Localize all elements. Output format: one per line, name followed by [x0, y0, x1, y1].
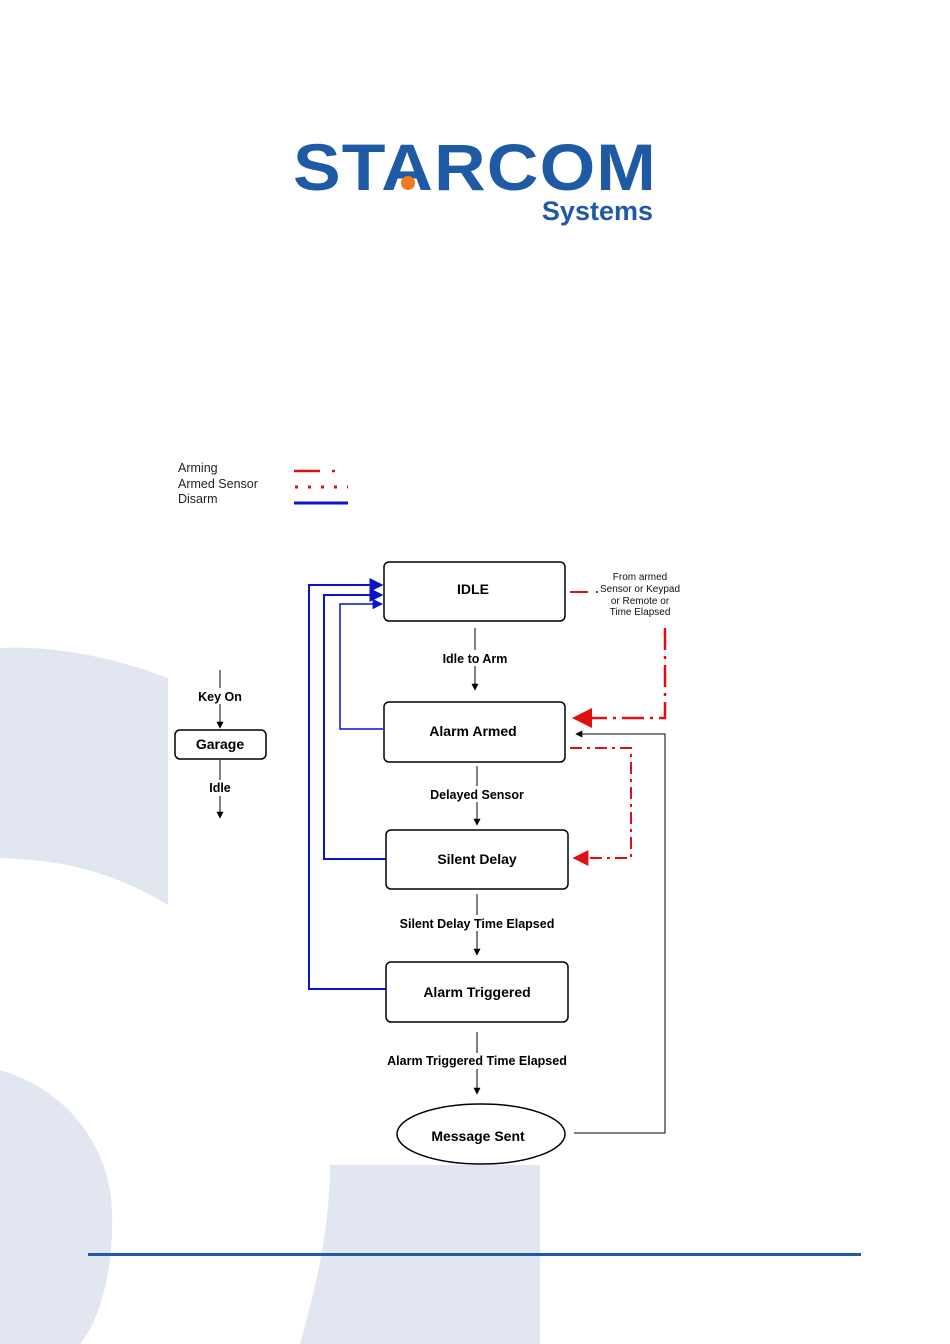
- delayed-sensor-label: Delayed Sensor: [430, 788, 524, 802]
- silent-delay-state-label: Silent Delay: [437, 851, 517, 867]
- alarm-armed-state-label: Alarm Armed: [429, 723, 516, 739]
- message-sent-state-label: Message Sent: [431, 1128, 525, 1144]
- note-line-4: Time Elapsed: [610, 607, 671, 618]
- note-line-2: Sensor or Keypad: [600, 584, 680, 595]
- idle-to-arm-label: Idle to Arm: [443, 652, 508, 666]
- alarm-triggered-state-label: Alarm Triggered: [423, 984, 530, 1000]
- arming-line: [574, 628, 665, 718]
- idle-state-label: IDLE: [457, 581, 489, 597]
- note-line-3: or Remote or: [611, 596, 670, 607]
- note-line-1: From armed: [613, 572, 667, 583]
- disarm-line-from-armed: [340, 604, 383, 729]
- idle-exit-label: Idle: [209, 781, 231, 795]
- disarm-line-from-triggered: [309, 585, 386, 989]
- key-on-label: Key On: [198, 690, 242, 704]
- silent-delay-elapsed-label: Silent Delay Time Elapsed: [400, 917, 555, 931]
- garage-state-label: Garage: [196, 736, 244, 752]
- disarm-line-from-silent: [324, 595, 386, 859]
- message-sent-return-line: [574, 734, 665, 1133]
- armed-sensor-line: [570, 748, 631, 858]
- footer-divider: [88, 1253, 861, 1256]
- alarm-triggered-elapsed-label: Alarm Triggered Time Elapsed: [387, 1054, 567, 1068]
